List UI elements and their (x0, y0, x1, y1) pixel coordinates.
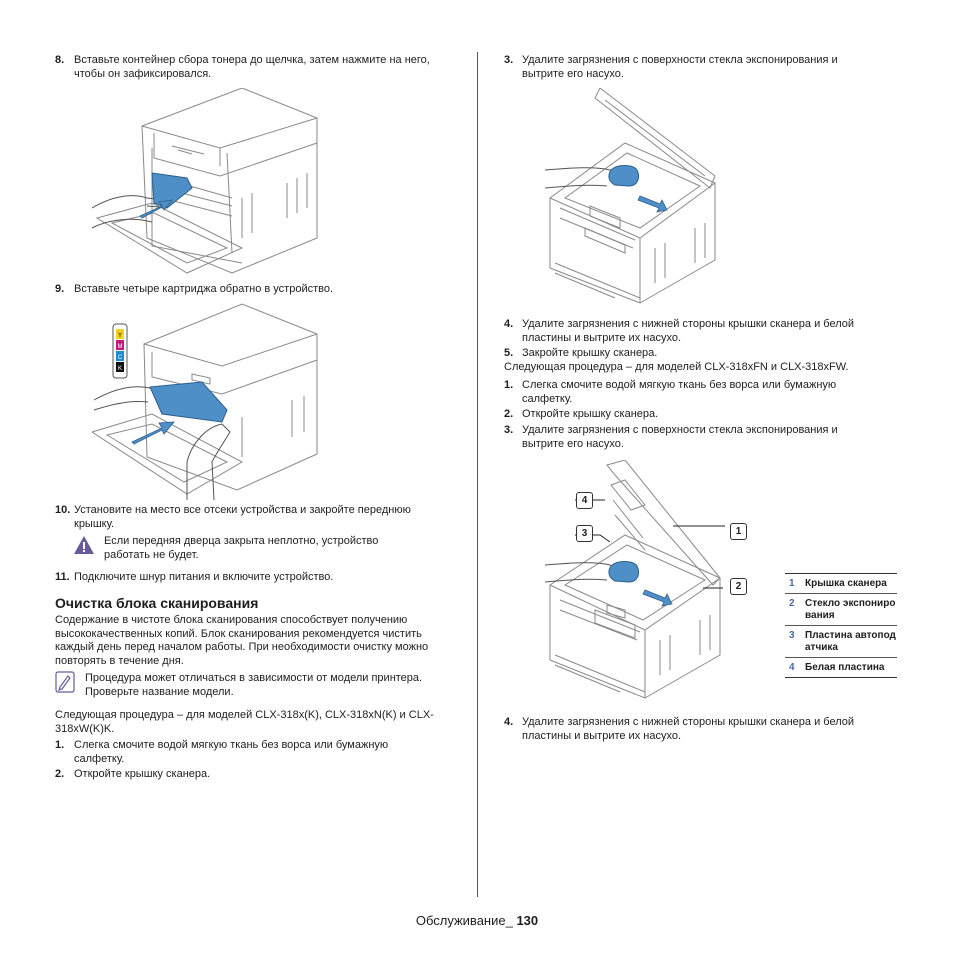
procedure-intro-2: Следующая процедура – для моделей CLX-31… (504, 361, 849, 373)
step-number: 3. (504, 54, 514, 66)
scanner-glass-illustration (545, 88, 716, 304)
step-number: 9. (55, 283, 65, 295)
step-number: 10. (55, 504, 71, 516)
cartridge-label-k: K (118, 366, 122, 372)
printer-body (95, 88, 318, 274)
procedure-intro: Следующая процедура – для моделей CLX-31… (55, 709, 434, 735)
cartridge-label-c: C (118, 355, 123, 361)
step-text: Удалите загрязнения с поверхности стекла… (522, 424, 838, 450)
step-number: 1. (504, 379, 514, 391)
legend-label: Крышка сканера (805, 578, 887, 589)
arrow-icon (642, 589, 673, 607)
cartridge-order-indicator (112, 323, 128, 379)
callout-4: 4 (576, 492, 593, 509)
warning-text: Если передняя дверца закрыта неплотно, у… (104, 535, 379, 561)
waste-toner-container (151, 172, 193, 209)
step-text: Установите на место все отсеки устройств… (74, 504, 411, 530)
hand-icon (545, 562, 624, 583)
legend-label: Белая пластина (805, 662, 885, 673)
step-number: 5. (504, 347, 514, 359)
arrow-icon (131, 421, 175, 445)
callout-1: 1 (730, 523, 747, 540)
step-number: 4. (504, 318, 514, 330)
step-text: Откройте крышку сканера. (74, 768, 211, 780)
legend-row: 2 Стекло экспонирования (785, 593, 897, 625)
step-number: 2. (55, 768, 65, 780)
callout-3: 3 (576, 525, 593, 542)
step-number: 1. (55, 739, 65, 751)
step-number: 2. (504, 408, 514, 420)
legend-row: 1 Крышка сканера (785, 573, 897, 593)
cartridge-label-m: M (118, 344, 123, 350)
warning-icon (74, 536, 94, 554)
legend-label: Пластина автоподатчика (805, 630, 896, 653)
arrow-icon (139, 199, 173, 219)
cloth-icon (608, 561, 640, 583)
page-footer: Обслуживание_ 130 (0, 914, 954, 928)
printer-body (549, 88, 716, 304)
legend-label: Стекло экспонирования (805, 598, 896, 621)
scanner-parts-illustration (545, 460, 725, 699)
step-text: Слегка смочите водой мягкую ткань без во… (522, 379, 837, 405)
section-title: Очистка блока сканирования (55, 595, 259, 611)
footer-section: Обслуживание_ (415, 913, 513, 928)
legend-number: 2 (789, 598, 795, 609)
note-icon (55, 671, 75, 693)
step-number: 4. (504, 716, 514, 728)
step-number: 11. (55, 571, 70, 583)
legend-row: 4 Белая пластина (785, 657, 897, 678)
step-number: 3. (504, 424, 514, 436)
cartridge-label-y: Y (118, 333, 122, 339)
intro-paragraph: Содержание в чистоте блока сканирования … (55, 614, 429, 667)
waste-toner-illustration (92, 88, 318, 274)
legend-number: 3 (789, 630, 795, 641)
hand-icon (545, 167, 624, 189)
step-text: Подключите шнур питания и включите устро… (74, 571, 334, 583)
step-number: 8. (55, 54, 65, 66)
step-text: Удалите загрязнения с поверхности стекла… (522, 54, 838, 80)
legend-number: 1 (789, 578, 795, 589)
step-text: Удалите загрязнения с нижней стороны кры… (522, 318, 855, 344)
note-text: Процедура может отличаться в зависимости… (85, 672, 423, 698)
callout-2: 2 (730, 578, 747, 595)
arrow-icon (637, 195, 668, 213)
step-text: Вставьте контейнер сбора тонера до щелчк… (74, 54, 430, 80)
legend-row: 3 Пластина автоподатчика (785, 625, 897, 657)
legend-number: 4 (789, 662, 795, 673)
cartridge-illustration: Y M C K (92, 303, 318, 500)
cartridge-icon (149, 381, 228, 423)
step-text: Удалите загрязнения с нижней стороны кры… (522, 716, 855, 742)
step-text: Закройте крышку сканера. (522, 347, 658, 359)
cloth-icon (608, 165, 640, 187)
step-text: Откройте крышку сканера. (522, 408, 659, 420)
parts-legend: 1 Крышка сканера 2 Стекло экспонирования… (785, 573, 897, 678)
step-text: Слегка смочите водой мягкую ткань без во… (74, 739, 389, 765)
page-number: 130 (516, 913, 539, 928)
printer-body (548, 460, 722, 699)
column-divider (477, 52, 478, 897)
step-text: Вставьте четыре картриджа обратно в устр… (74, 283, 334, 295)
